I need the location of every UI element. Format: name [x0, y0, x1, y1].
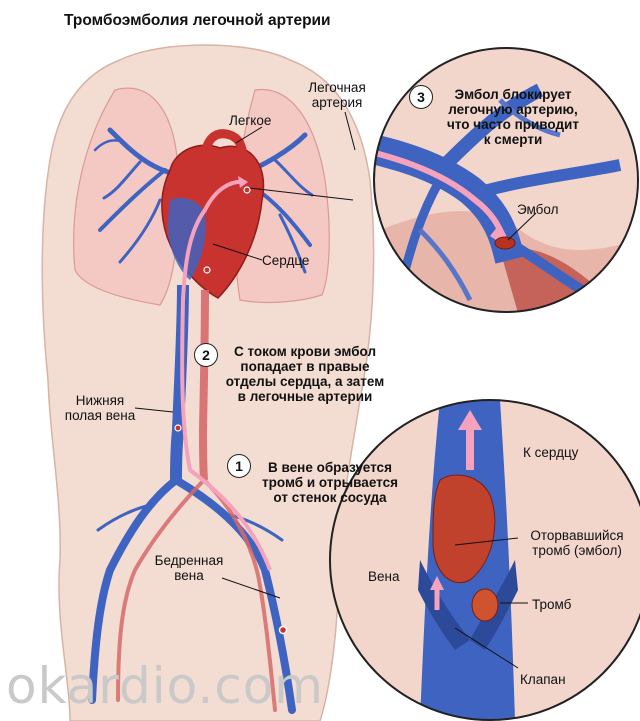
step-line: в легочные артерии: [237, 389, 373, 404]
step-line: к смерти: [483, 132, 543, 147]
step-line: отделы сердца, а затем: [225, 374, 385, 389]
clot-marker-ivc: [174, 424, 182, 432]
embolus-flow-arrow: [180, 179, 272, 571]
clot-marker-lung: [243, 186, 251, 194]
step-2-number: 2: [194, 343, 218, 367]
label-line: Легочная: [308, 80, 366, 95]
step-line: попадает в правые: [240, 359, 370, 374]
right-heart-chambers: [167, 197, 206, 280]
label-line: вена: [174, 568, 204, 583]
step-line: от стенок сосуда: [273, 490, 387, 505]
diagram-title: Тромбоэмболия легочной артерии: [64, 12, 331, 29]
leader-lines: [134, 111, 537, 669]
label-embolus: Эмбол: [517, 202, 559, 217]
pulmonary-branches: [93, 127, 314, 274]
label-line: тромб (эмбол): [532, 543, 622, 558]
clot-marker-leg: [278, 625, 288, 635]
step-line: легочную артерию,: [448, 102, 578, 117]
step-3-text: Эмбол блокирует легочную артерию, что ча…: [432, 87, 594, 147]
label-pulmonary-artery: Легочная артерия: [301, 80, 373, 110]
label-line: Бедренная: [154, 553, 224, 568]
zoom-circle-top-border: [373, 47, 639, 313]
leg-veins: [88, 476, 296, 714]
label-to-heart: К сердцу: [523, 445, 579, 460]
step-line: Эмбол блокирует: [454, 87, 572, 102]
flow-arrowhead: [238, 176, 248, 188]
label-vein: Вена: [368, 569, 400, 584]
step-line: что часто приводит: [447, 117, 579, 132]
clot-marker-heart: [203, 266, 211, 274]
label-detached-clot: Оторвавшийся тромб (эмбол): [520, 528, 634, 558]
step-1-text: В вене образуется тромб и отрывается от …: [250, 460, 410, 505]
label-line: Нижняя: [75, 393, 125, 408]
label-femoral-vein: Бедренная вена: [146, 553, 232, 583]
descending-aorta: [198, 289, 209, 481]
step-2-text: С током крови эмбол попадает в правые от…: [217, 344, 393, 404]
label-heart: Сердце: [262, 253, 310, 268]
label-line: полая вена: [64, 408, 136, 423]
step-3-number: 3: [409, 85, 433, 109]
label-lung: Легкое: [229, 113, 272, 128]
label-line: артерия: [311, 95, 363, 110]
left-lung: [73, 87, 180, 306]
step-1-number: 1: [227, 454, 251, 478]
step-line: тромб и отрывается: [262, 475, 398, 490]
zoom-vein-valve: [330, 400, 640, 720]
zoom-circle-bottom-border: [329, 399, 640, 721]
leg-arteries: [116, 478, 277, 712]
label-line: Оторвавшийся: [530, 528, 624, 543]
label-inferior-vena-cava: Нижняя полая вена: [58, 393, 142, 423]
step-line: В вене образуется: [268, 460, 392, 475]
step-line: С током крови эмбол: [233, 344, 377, 359]
aorta: [200, 129, 247, 177]
label-valve: Клапан: [520, 672, 566, 687]
watermark: okardio.com: [6, 657, 325, 715]
label-clot: Тромб: [532, 597, 572, 612]
